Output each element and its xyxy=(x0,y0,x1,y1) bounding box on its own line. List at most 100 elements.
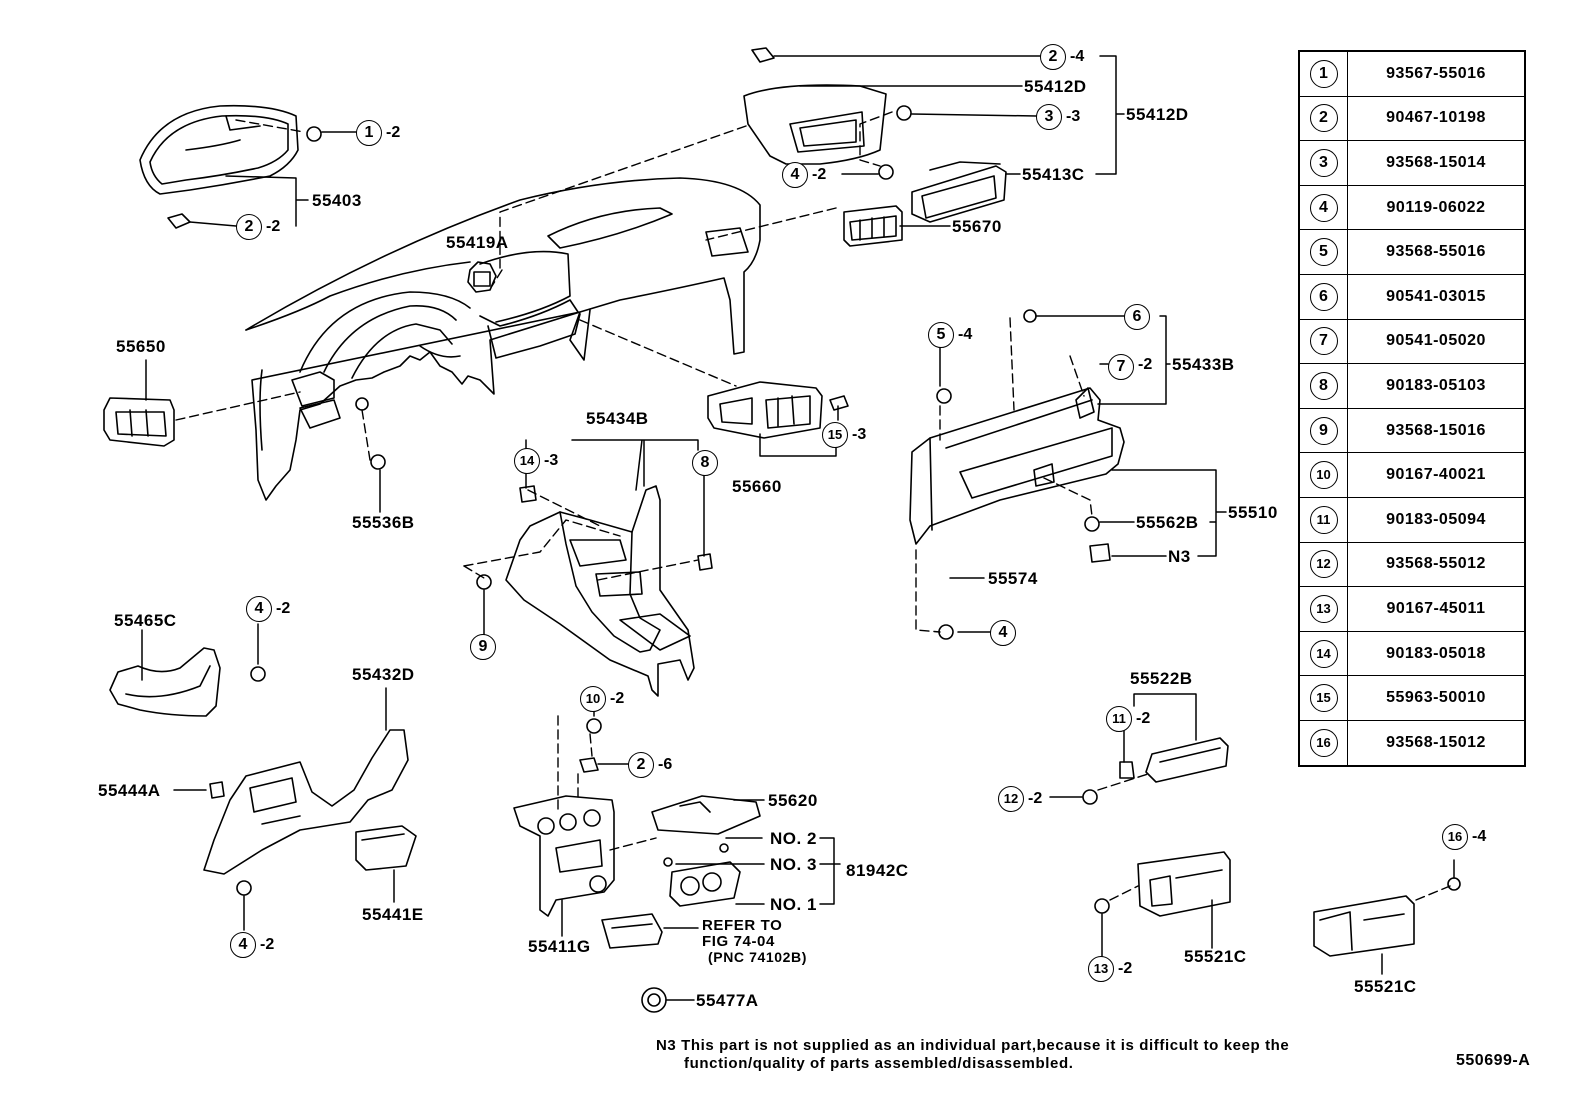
part-label-55413C: 55413C xyxy=(1022,165,1085,184)
part-label-55432D: 55432D xyxy=(352,665,415,684)
legend-callout-cell: 12 xyxy=(1298,541,1348,588)
callout-15-qty: -3 xyxy=(852,426,867,443)
callout-6: 6 xyxy=(1124,304,1150,330)
legend-callout-number: 1 xyxy=(1309,59,1338,88)
refer-line-2: FIG 74-04 xyxy=(702,933,775,950)
part-label-55510: 55510 xyxy=(1228,503,1278,522)
callout-1: 1 xyxy=(356,120,382,146)
legend-part-number: 90183-05094 xyxy=(1347,496,1526,543)
part-label-55412D-register: 55412D xyxy=(1024,77,1087,96)
part-label-55477A: 55477A xyxy=(696,991,759,1010)
callout-12-qty: -2 xyxy=(1028,790,1043,807)
legend-callout-cell: 10 xyxy=(1298,452,1348,498)
legend-callout-number: 6 xyxy=(1309,282,1338,311)
legend-part-number: 93568-55016 xyxy=(1347,229,1526,275)
callout-3-qty: -3 xyxy=(1066,108,1081,125)
part-label-55411G: 55411G xyxy=(528,937,591,956)
callout-11-qty: -2 xyxy=(1136,710,1151,727)
callout-4-bottom: 4 xyxy=(230,932,256,958)
legend-row: 1 93567-55016 xyxy=(1298,50,1526,97)
legend-part-number: 90541-05020 xyxy=(1347,318,1526,365)
callout-4-left-qty: -2 xyxy=(276,600,291,617)
part-label-55412D-assy: 55412D xyxy=(1126,105,1189,124)
footnote-line-1: N3 This part is not supplied as an indiv… xyxy=(656,1037,1290,1054)
part-label-81942C: 81942C xyxy=(846,861,909,880)
callout-7-qty: -2 xyxy=(1138,356,1153,373)
legend-callout-number: 4 xyxy=(1309,193,1338,222)
callout-8: 8 xyxy=(692,450,718,476)
heater-55521C-drawing xyxy=(1137,851,1231,917)
cluster-panel-55411G-drawing xyxy=(513,795,615,917)
part-label-55670: 55670 xyxy=(952,217,1002,236)
callout-3: 3 xyxy=(1036,104,1062,130)
legend-callout-number: 5 xyxy=(1309,238,1338,267)
box-refer-drawing xyxy=(601,913,663,949)
callout-11: 11 xyxy=(1106,706,1132,732)
legend-callout-number: 7 xyxy=(1309,327,1338,356)
callout-14-qty: -3 xyxy=(544,452,559,469)
callout-4-top: 4 xyxy=(782,162,808,188)
legend-callout-number: 16 xyxy=(1309,728,1338,757)
leader-lines xyxy=(141,55,1455,1001)
footnote-line-2: function/quality of parts assembled/disa… xyxy=(684,1055,1074,1072)
part-label-55433B: 55433B xyxy=(1172,355,1235,374)
part-label-no1: NO. 1 xyxy=(770,895,817,914)
callout-2-top-qty: -4 xyxy=(1070,48,1085,65)
legend-callout-number: 10 xyxy=(1309,461,1338,490)
clip-55477A-drawing xyxy=(641,987,667,1013)
legend-row: 5 93568-55016 xyxy=(1298,229,1526,275)
legend-part-number: 93568-15014 xyxy=(1347,140,1526,186)
legend-callout-number: 8 xyxy=(1309,371,1338,400)
callout-5: 5 xyxy=(928,322,954,348)
callout-13-qty: -2 xyxy=(1118,960,1133,977)
legend-callout-number: 14 xyxy=(1309,639,1338,668)
legend-callout-cell: 7 xyxy=(1298,318,1348,365)
legend-row: 10 90167-40021 xyxy=(1298,452,1526,498)
cover-55465C-drawing xyxy=(109,647,221,717)
callout-16: 16 xyxy=(1442,824,1468,850)
callout-2-center-qty: -6 xyxy=(658,756,673,773)
callout-2-center: 2 xyxy=(628,752,654,778)
callout-2-left-qty: -2 xyxy=(266,218,281,235)
legend-part-number: 90167-40021 xyxy=(1347,452,1526,498)
callout-16-qty: -4 xyxy=(1472,828,1487,845)
legend-callout-cell: 4 xyxy=(1298,184,1348,231)
dashed-assembly-lines xyxy=(175,111,1451,901)
callout-2-left: 2 xyxy=(236,214,262,240)
legend-part-number: 93568-15016 xyxy=(1347,407,1526,454)
callout-4-right: 4 xyxy=(990,620,1016,646)
legend-row: 4 90119-06022 xyxy=(1298,184,1526,231)
legend-callout-number: 9 xyxy=(1309,416,1338,445)
part-label-no2: NO. 2 xyxy=(770,829,817,848)
part-label-55536B: 55536B xyxy=(352,513,415,532)
callout-2-top: 2 xyxy=(1040,44,1066,70)
part-label-no3: NO. 3 xyxy=(770,855,817,874)
legend-callout-cell: 1 xyxy=(1298,50,1348,97)
part-label-N3: N3 xyxy=(1168,547,1191,566)
legend-callout-cell: 14 xyxy=(1298,630,1348,677)
instrument-panel-drawing xyxy=(245,177,761,501)
legend-part-number: 90119-06022 xyxy=(1347,184,1526,231)
part-label-55574: 55574 xyxy=(988,569,1038,588)
meter-hood-drawing xyxy=(139,104,299,195)
part-label-55522B: 55522B xyxy=(1130,669,1193,688)
callout-1-qty: -2 xyxy=(386,124,401,141)
register-55670-drawing xyxy=(843,205,903,247)
legend-part-number: 93567-55016 xyxy=(1347,50,1526,97)
legend-callout-number: 13 xyxy=(1309,594,1338,623)
legend-part-number: 55963-50010 xyxy=(1347,675,1526,721)
register-55413C-drawing xyxy=(911,161,1007,223)
register-55650-drawing xyxy=(103,397,175,447)
callout-7: 7 xyxy=(1108,354,1134,380)
part-label-55521C-b: 55521C xyxy=(1354,977,1417,996)
callout-10: 10 xyxy=(580,686,606,712)
legend-part-number: 90183-05018 xyxy=(1347,630,1526,677)
